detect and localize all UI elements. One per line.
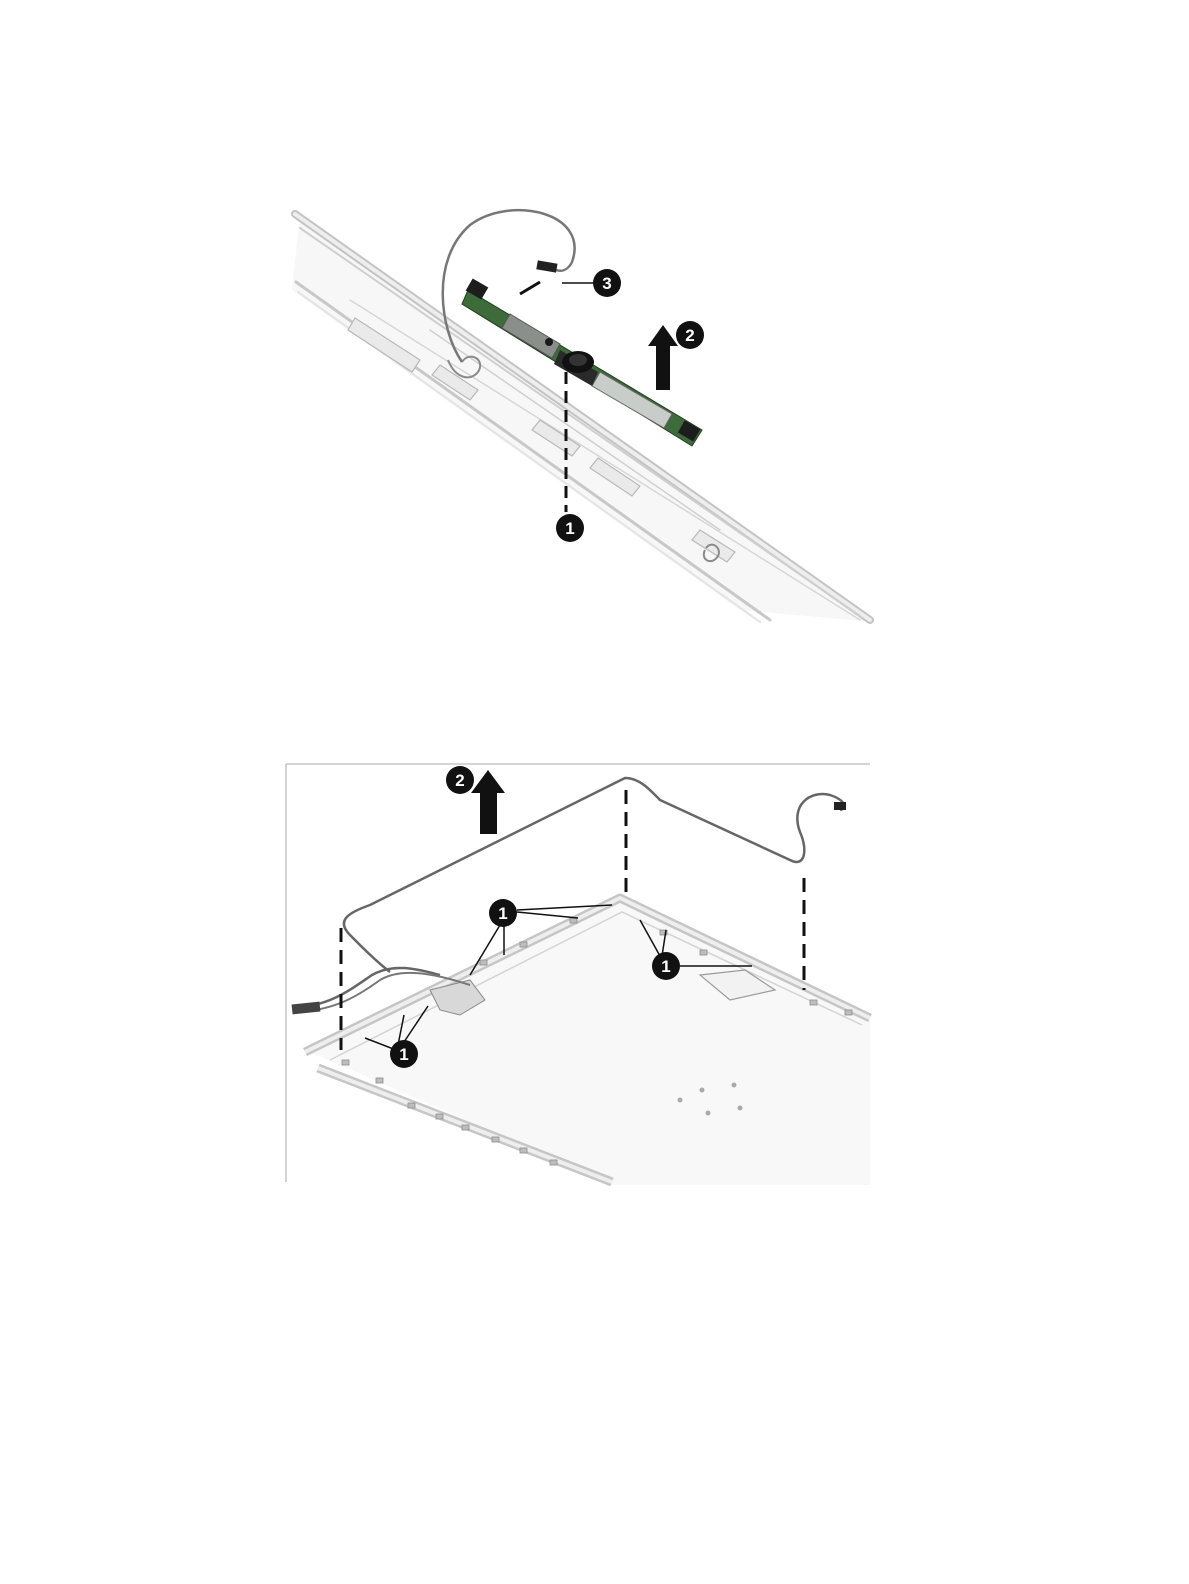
svg-text:1: 1 — [565, 519, 574, 538]
svg-text:1: 1 — [498, 904, 507, 923]
cable-top-connector — [834, 802, 846, 810]
display-frame-rails — [295, 214, 870, 622]
webcam-cable-diagram: 1 1 1 2 — [285, 762, 875, 1187]
callout-2: 2 — [446, 766, 474, 794]
callout-1: 1 — [556, 514, 584, 542]
svg-text:3: 3 — [602, 274, 611, 293]
callout-2: 2 — [676, 321, 704, 349]
callout-1-left: 1 — [390, 1040, 418, 1068]
display-back-cover — [305, 895, 870, 1185]
cable-connector — [536, 260, 557, 272]
svg-text:1: 1 — [399, 1045, 408, 1064]
svg-text:2: 2 — [685, 326, 694, 345]
callout-1-top: 1 — [489, 899, 517, 927]
cable-end-connector — [292, 1002, 321, 1015]
webcam-module-diagram: 1 2 3 — [280, 200, 880, 635]
callout-3: 3 — [593, 269, 621, 297]
svg-text:2: 2 — [455, 771, 464, 790]
removal-arrow — [648, 325, 678, 390]
svg-text:1: 1 — [661, 957, 670, 976]
callout-1-right: 1 — [652, 952, 680, 980]
removal-arrow — [471, 770, 505, 834]
